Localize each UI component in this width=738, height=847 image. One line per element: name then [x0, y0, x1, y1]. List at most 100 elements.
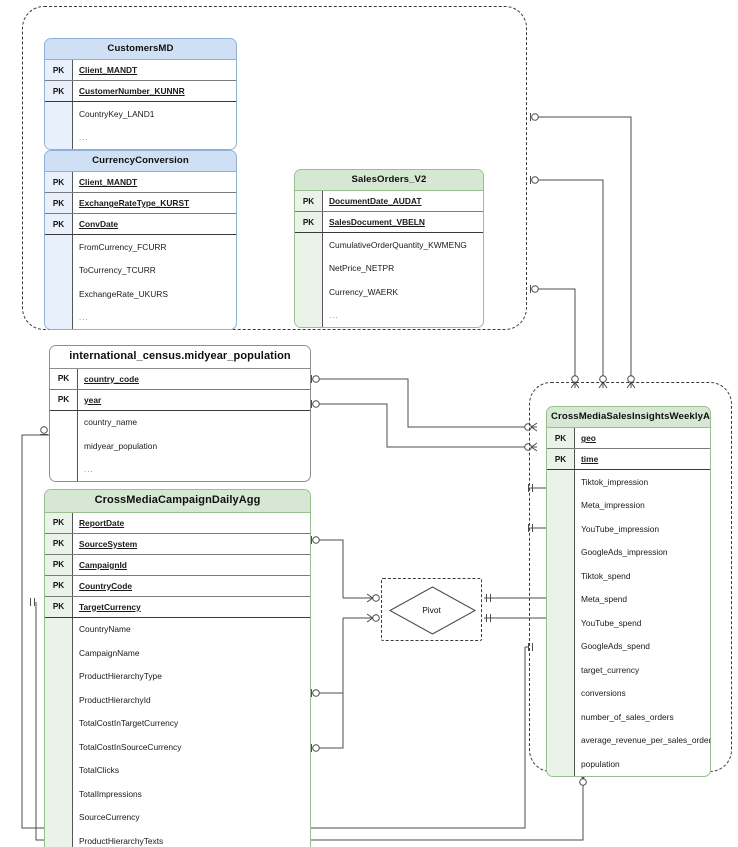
table-row[interactable]: ... [45, 125, 236, 150]
table-row[interactable]: TotalClicks [45, 758, 310, 783]
table-row[interactable]: average_revenue_per_sales_order [547, 728, 710, 753]
table-row[interactable]: TotalCostInSourceCurrency [45, 735, 310, 759]
table-row[interactable]: YouTube_spend [547, 611, 710, 635]
table-row[interactable]: ExchangeRate_UKURS [45, 282, 236, 306]
table-row[interactable]: ToCurrency_TCURR [45, 258, 236, 283]
column-name: ExchangeRate_UKURS [72, 282, 236, 306]
column-name: ... [77, 457, 310, 482]
key-cell-empty [547, 611, 574, 635]
table-row[interactable]: conversions [547, 681, 710, 706]
pk-badge: PK [45, 512, 72, 533]
column-name: SourceCurrency [72, 805, 310, 830]
pk-badge: PK [295, 191, 322, 212]
table-row[interactable]: ProductHierarchyTexts [45, 829, 310, 847]
key-cell-empty [547, 705, 574, 729]
table-row[interactable]: Meta_impression [547, 493, 710, 518]
column-name: Tiktok_impression [574, 470, 710, 494]
key-cell-empty [50, 434, 77, 458]
column-name: ReportDate [72, 512, 310, 533]
entity-title-currency-conversion: CurrencyConversion [45, 151, 236, 173]
table-row[interactable]: CampaignName [45, 641, 310, 665]
key-cell-empty [45, 758, 72, 783]
key-cell-empty [45, 305, 72, 330]
table-row[interactable]: FromCurrency_FCURR [45, 235, 236, 259]
table-row[interactable]: ProductHierarchyId [45, 688, 310, 712]
entity-title-campaign-daily-agg: CrossMediaCampaignDailyAgg [45, 490, 310, 513]
table-row[interactable]: YouTube_impression [547, 517, 710, 541]
pk-badge: PK [45, 554, 72, 575]
pk-badge: PK [50, 368, 77, 389]
column-name: conversions [574, 681, 710, 706]
column-name: ... [72, 305, 236, 330]
table-row[interactable]: Meta_spend [547, 587, 710, 612]
column-name: ... [72, 125, 236, 150]
column-name: year [77, 389, 310, 410]
column-name: CountryName [72, 617, 310, 642]
key-cell-empty [547, 681, 574, 706]
column-name: CampaignId [72, 554, 310, 575]
column-name: GoogleAds_impression [574, 540, 710, 565]
key-cell-empty [295, 233, 322, 257]
table-row[interactable]: number_of_sales_orders [547, 705, 710, 729]
table-row[interactable]: TotalImpressions [45, 782, 310, 806]
table-row[interactable]: country_name [50, 410, 310, 435]
column-name: YouTube_spend [574, 611, 710, 635]
table-row[interactable]: ... [45, 305, 236, 330]
key-cell-empty [547, 752, 574, 776]
pk-badge: PK [45, 596, 72, 617]
table-row[interactable]: Tiktok_impression [547, 470, 710, 494]
table-row[interactable]: ... [50, 457, 310, 482]
table-row[interactable]: population [547, 752, 710, 776]
column-name: FromCurrency_FCURR [72, 235, 236, 259]
table-row[interactable]: Tiktok_spend [547, 564, 710, 588]
entity-title-sales-insights-weekly-agg: CrossMediaSalesInsightsWeeklyAgg [547, 407, 710, 429]
table-row[interactable]: target_currency [547, 658, 710, 682]
table-row[interactable]: ... [295, 303, 483, 328]
column-name: CumulativeOrderQuantity_KWMENG [322, 233, 483, 257]
pk-badge: PK [45, 81, 72, 102]
key-cell-empty [45, 102, 72, 126]
column-name: population [574, 752, 710, 776]
table-row[interactable]: SourceCurrency [45, 805, 310, 830]
key-cell-empty [45, 125, 72, 150]
table-row[interactable]: Currency_WAERK [295, 280, 483, 304]
pk-badge: PK [50, 389, 77, 410]
key-cell-empty [547, 493, 574, 518]
table-row[interactable]: GoogleAds_spend [547, 634, 710, 659]
table-row[interactable]: NetPrice_NETPR [295, 256, 483, 281]
key-cell-empty [547, 587, 574, 612]
column-name: SalesDocument_VBELN [322, 212, 483, 233]
table-row[interactable]: CumulativeOrderQuantity_KWMENG [295, 233, 483, 257]
table-row[interactable]: TotalCostInTargetCurrency [45, 711, 310, 736]
key-cell-empty [45, 735, 72, 759]
table-row[interactable]: CountryKey_LAND1 [45, 102, 236, 126]
table-row[interactable]: GoogleAds_impression [547, 540, 710, 565]
table-row[interactable]: CountryName [45, 617, 310, 642]
table-row[interactable]: midyear_population [50, 434, 310, 458]
table-row[interactable]: ProductHierarchyType [45, 664, 310, 689]
